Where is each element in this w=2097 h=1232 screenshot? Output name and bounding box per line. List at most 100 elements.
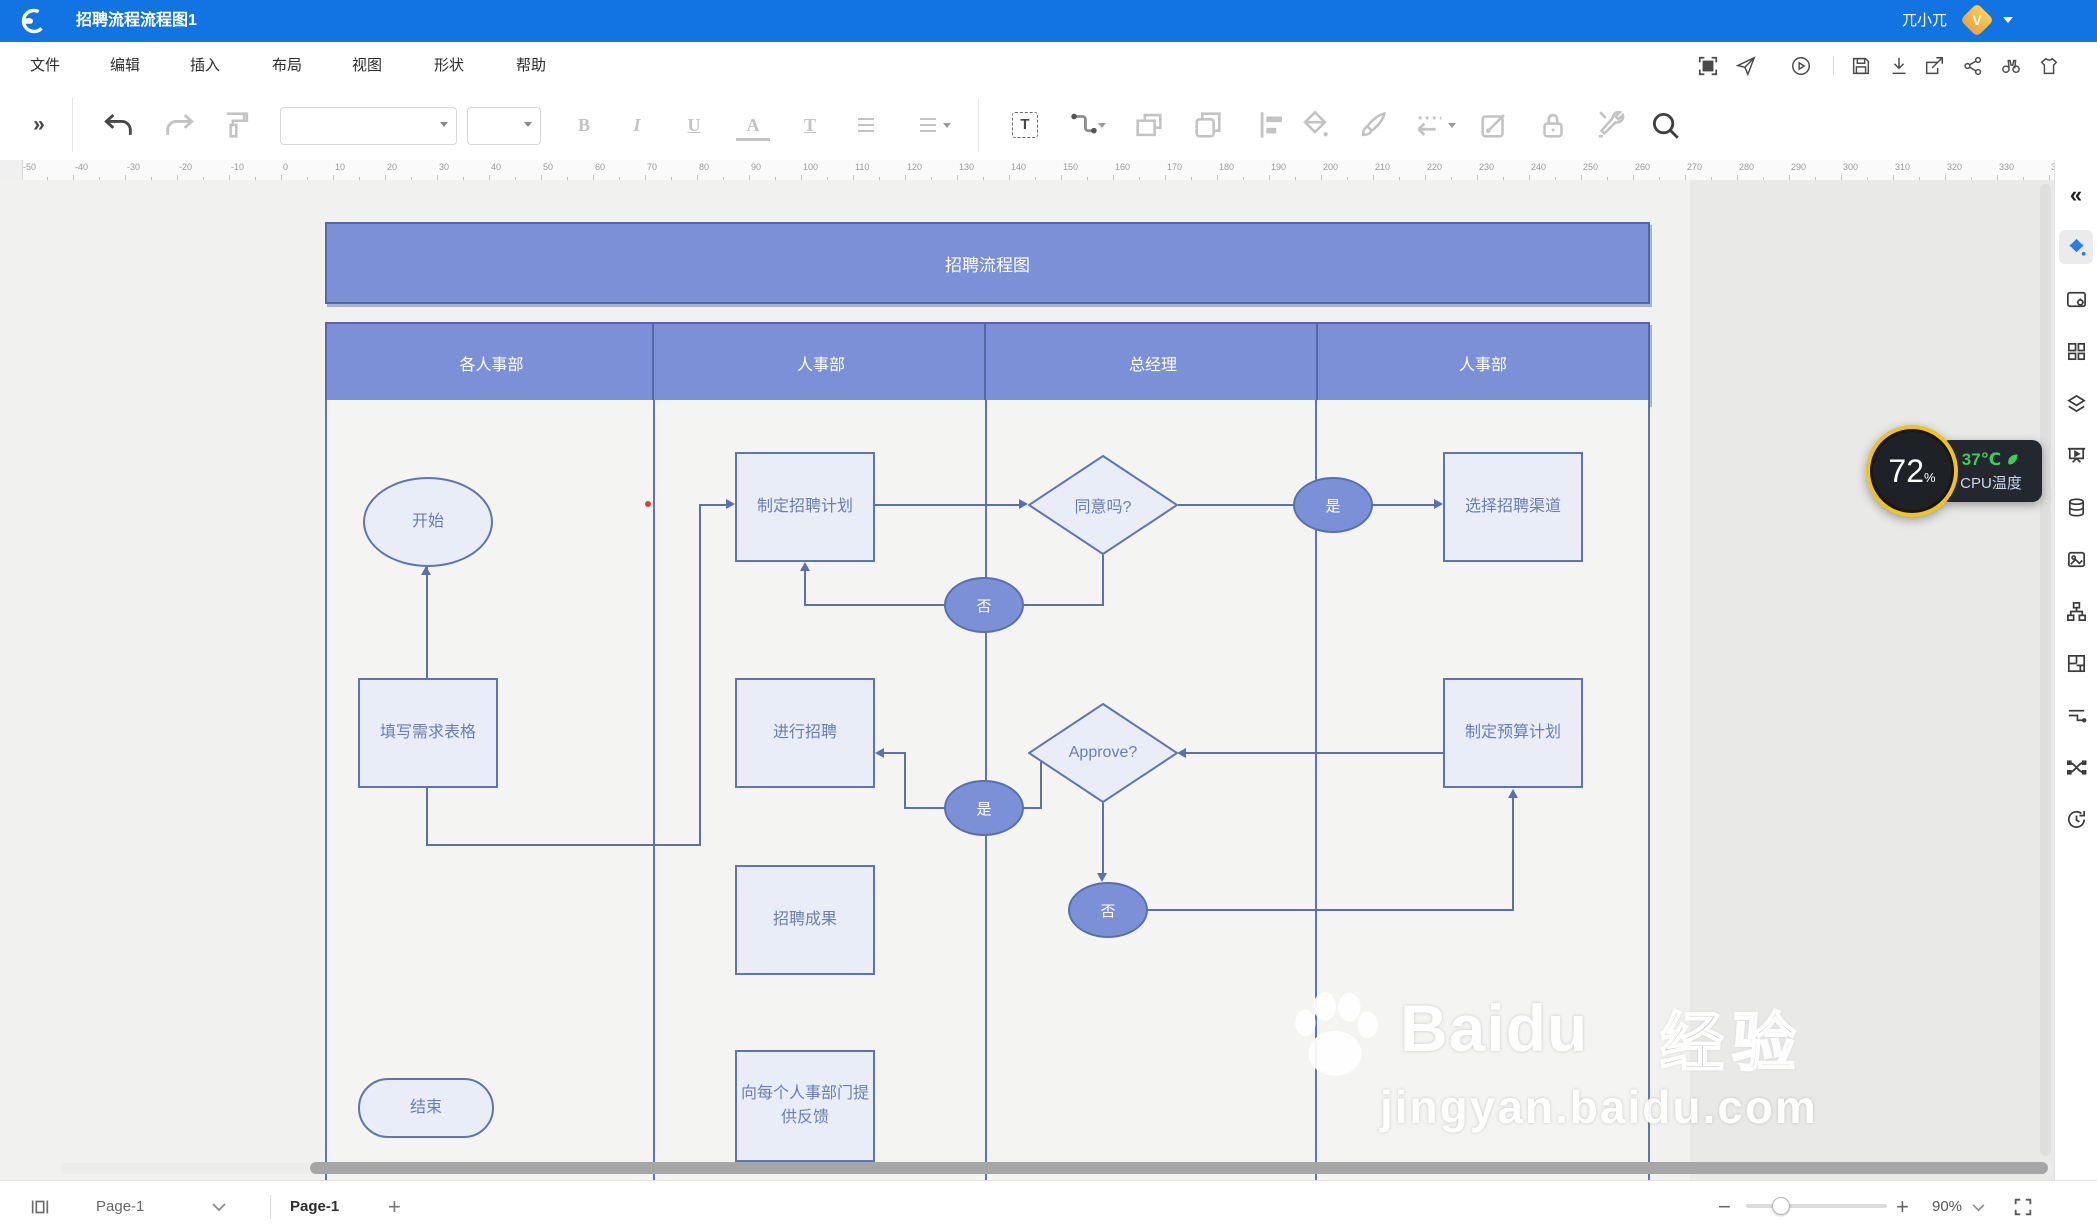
node-no-2[interactable]: 否 <box>1068 882 1148 938</box>
align-icon[interactable] <box>849 108 883 142</box>
save-icon[interactable] <box>1850 55 1872 77</box>
redo-icon[interactable] <box>162 108 196 142</box>
text-height-button[interactable]: T <box>803 114 816 135</box>
connector[interactable] <box>1102 803 1104 875</box>
tab-page-1[interactable]: Page-1 <box>290 1198 340 1215</box>
text-tool-button[interactable]: T <box>1008 108 1042 142</box>
flowchart-title[interactable]: 招聘流程图 <box>325 222 1650 304</box>
page-selector-caret-icon[interactable] <box>212 1203 226 1212</box>
connector[interactable] <box>904 752 906 809</box>
send-icon[interactable] <box>1735 55 1757 77</box>
menu-edit[interactable]: 编辑 <box>110 57 141 74</box>
connector[interactable] <box>1186 752 1443 754</box>
zoom-level[interactable]: 90% <box>1932 1198 1963 1215</box>
org-chart-icon[interactable] <box>2059 594 2093 628</box>
node-feedback[interactable]: 向每个人事部门提供反馈 <box>735 1050 875 1162</box>
connector[interactable] <box>426 844 701 846</box>
image-icon[interactable] <box>2059 542 2093 576</box>
font-color-button[interactable]: A <box>736 112 770 141</box>
fullscreen-icon[interactable] <box>2012 1196 2034 1218</box>
zoom-in-button[interactable]: + <box>1896 1194 1909 1219</box>
vertical-scrollbar[interactable] <box>2040 184 2051 1156</box>
floorplan-icon[interactable] <box>2059 646 2093 680</box>
node-fill-form[interactable]: 填写需求表格 <box>358 678 498 788</box>
lock-icon[interactable] <box>1536 108 1570 142</box>
node-plan[interactable]: 制定招聘计划 <box>735 452 875 562</box>
tools-icon[interactable] <box>1593 108 1627 142</box>
connector[interactable] <box>804 571 806 606</box>
node-budget-plan[interactable]: 制定预算计划 <box>1443 678 1583 788</box>
data-icon[interactable] <box>2059 490 2093 524</box>
theme-shirt-icon[interactable] <box>2038 55 2060 77</box>
connector[interactable] <box>806 604 946 606</box>
zoom-slider-knob[interactable] <box>1772 1197 1790 1215</box>
presentation-icon[interactable] <box>2059 438 2093 472</box>
font-size-select[interactable] <box>467 107 541 145</box>
export-icon[interactable] <box>1923 55 1945 77</box>
connector-style-icon[interactable] <box>2059 698 2093 732</box>
search-icon[interactable] <box>1648 108 1682 142</box>
page-setup-icon[interactable] <box>2059 282 2093 316</box>
connector[interactable] <box>699 504 727 506</box>
history-icon[interactable] <box>2059 802 2093 836</box>
share-icon[interactable] <box>1962 55 1984 77</box>
edit-shape-icon[interactable] <box>1477 108 1511 142</box>
canvas[interactable]: 招聘流程图 各人事部 人事部 总经理 人事部 <box>0 180 2055 1180</box>
zoom-slider-track[interactable] <box>1746 1204 1887 1208</box>
lane-header-2[interactable]: 人事部 <box>652 322 990 404</box>
node-result[interactable]: 招聘成果 <box>735 865 875 975</box>
layers-icon[interactable] <box>2059 386 2093 420</box>
line-style-icon[interactable] <box>1413 108 1447 142</box>
connector[interactable] <box>426 788 428 846</box>
connector[interactable] <box>1024 807 1042 809</box>
format-painter-icon[interactable] <box>220 108 254 142</box>
node-yes-1[interactable]: 是 <box>944 780 1024 836</box>
duplicate-icon[interactable] <box>1191 108 1225 142</box>
connector-icon[interactable] <box>1067 108 1101 142</box>
connector-caret-icon[interactable] <box>1098 123 1106 128</box>
screenshot-select-icon[interactable] <box>1697 55 1719 77</box>
fill-style-icon[interactable] <box>2059 230 2093 264</box>
menu-file[interactable]: 文件 <box>30 57 61 74</box>
node-no-1[interactable]: 否 <box>944 577 1024 633</box>
undo-icon[interactable] <box>102 108 136 142</box>
bold-button[interactable]: B <box>577 114 590 135</box>
connector[interactable] <box>699 506 701 846</box>
menu-insert[interactable]: 插入 <box>190 57 221 74</box>
node-approve-decision[interactable]: Approve? <box>1028 703 1178 803</box>
horizontal-scrollbar-thumb[interactable] <box>310 1162 2048 1174</box>
shuffle-icon[interactable] <box>2059 750 2093 784</box>
align-shapes-icon[interactable] <box>1255 108 1289 142</box>
connector[interactable] <box>1102 555 1104 605</box>
lane-header-3[interactable]: 总经理 <box>984 322 1322 404</box>
connector[interactable] <box>1373 504 1434 506</box>
node-agree-decision[interactable]: 同意吗? <box>1028 455 1178 555</box>
lane-header-4[interactable]: 人事部 <box>1316 322 1650 404</box>
underline-button[interactable]: U <box>687 114 701 135</box>
user-menu-caret-icon[interactable] <box>2003 17 2013 23</box>
node-end[interactable]: 结束 <box>358 1078 494 1138</box>
play-circle-icon[interactable] <box>1790 55 1812 77</box>
node-choose-channel[interactable]: 选择招聘渠道 <box>1443 452 1583 562</box>
vip-badge[interactable]: V <box>1960 3 1994 37</box>
brush-icon[interactable] <box>1356 108 1390 142</box>
node-yes-2[interactable]: 是 <box>1293 477 1373 533</box>
connector[interactable] <box>1024 604 1104 606</box>
fill-bucket-icon[interactable] <box>1298 108 1332 142</box>
zoom-out-button[interactable]: − <box>1718 1194 1731 1219</box>
add-page-button[interactable]: + <box>388 1194 401 1219</box>
line-spacing-caret-icon[interactable] <box>943 123 951 128</box>
overlap-icon[interactable] <box>1132 108 1166 142</box>
node-start[interactable]: 开始 <box>363 477 493 567</box>
connector[interactable] <box>426 567 428 678</box>
italic-button[interactable]: I <box>633 114 641 135</box>
menu-view[interactable]: 视图 <box>352 57 383 74</box>
connector[interactable] <box>905 807 946 809</box>
connector[interactable] <box>884 752 906 754</box>
user-name[interactable]: 兀小兀 <box>1901 12 1947 29</box>
lane-header-1[interactable]: 各人事部 <box>325 322 658 404</box>
connector[interactable] <box>1148 909 1514 911</box>
page-selector[interactable]: Page-1 <box>96 1198 145 1215</box>
collapse-icon[interactable]: « <box>2069 182 2083 207</box>
download-icon[interactable] <box>1888 55 1910 77</box>
